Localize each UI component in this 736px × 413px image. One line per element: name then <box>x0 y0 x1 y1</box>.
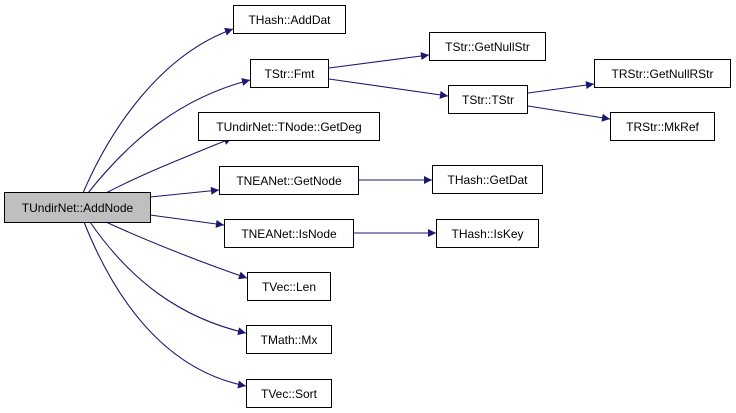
node-tnode-getdeg[interactable]: TUndirNet::TNode::GetDeg <box>198 112 380 141</box>
node-tstr-tstr[interactable]: TStr::TStr <box>448 85 528 114</box>
edge-root-str-fmt <box>87 78 251 194</box>
edge-tstr-getnullrstr <box>527 81 595 94</box>
node-tundirnet-addnode[interactable]: TUndirNet::AddNode <box>4 192 151 223</box>
node-tstr-getnullstr[interactable]: TStr::GetNullStr <box>429 32 546 61</box>
node-tvec-sort[interactable]: TVec::Sort <box>246 379 332 408</box>
node-tmath-mx[interactable]: TMath::Mx <box>246 325 332 354</box>
edge-root-math-mx <box>89 221 247 336</box>
node-tvec-len[interactable]: TVec::Len <box>247 272 331 301</box>
edge-root-neanet-getnode <box>149 186 220 198</box>
node-tstr-fmt[interactable]: TStr::Fmt <box>250 59 329 88</box>
node-thash-getdat[interactable]: THash::GetDat <box>432 165 543 194</box>
edge-root-neanet-isnode <box>149 214 225 228</box>
node-tneanet-getnode[interactable]: TNEANet::GetNode <box>219 166 359 195</box>
node-tneanet-isnode[interactable]: TNEANet::IsNode <box>224 219 354 248</box>
edge-root-hash-adddat <box>82 27 234 194</box>
node-thash-iskey[interactable]: THash::IsKey <box>436 219 539 248</box>
edge-fmt-getnullstr <box>328 52 430 69</box>
edge-root-vec-sort <box>83 221 247 389</box>
edge-tstr-mkref <box>527 105 611 122</box>
edge-fmt-tstr <box>328 78 449 99</box>
edge-root-vec-len <box>105 221 248 280</box>
node-trstr-getnullrstr[interactable]: TRStr::GetNullRStr <box>594 59 731 88</box>
node-trstr-mkref[interactable]: TRStr::MkRef <box>610 112 715 141</box>
edge-root-node-getdeg <box>105 137 233 194</box>
node-thash-adddat[interactable]: THash::AddDat <box>233 5 346 34</box>
